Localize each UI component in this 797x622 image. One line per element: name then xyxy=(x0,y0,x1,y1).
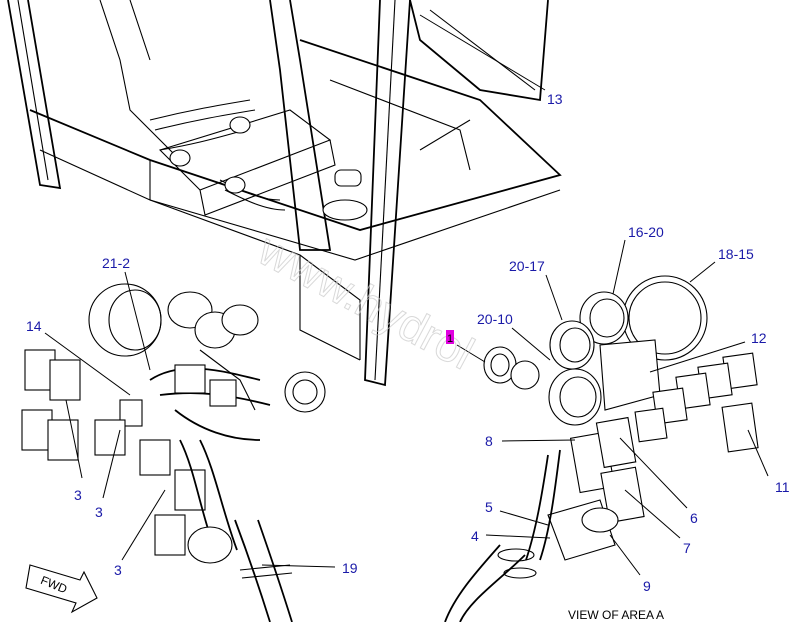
callout-labels: 13 21-2 14 3 3 3 19 20-17 16-20 18-15 20… xyxy=(26,91,790,594)
right-view-drawing xyxy=(444,275,759,622)
callout-7: 7 xyxy=(683,540,691,556)
callout-5: 5 xyxy=(485,499,493,515)
callout-21-2: 21-2 xyxy=(102,255,130,271)
area-marker-box xyxy=(446,330,454,344)
callout-9: 9 xyxy=(643,578,651,594)
callout-3-c: 3 xyxy=(114,562,122,578)
forward-arrow-icon: FWD xyxy=(25,564,98,614)
callout-20-17: 20-17 xyxy=(509,258,545,274)
callout-6: 6 xyxy=(690,510,698,526)
callout-4: 4 xyxy=(471,528,479,544)
cab-frame-drawing xyxy=(7,0,562,387)
leader-lines xyxy=(44,14,769,576)
callout-13: 13 xyxy=(547,91,563,107)
callout-8: 8 xyxy=(485,433,493,449)
callout-3-b: 3 xyxy=(95,504,103,520)
callout-14: 14 xyxy=(26,318,42,334)
view-caption: VIEW OF AREA A xyxy=(568,608,664,622)
callout-18-15: 18-15 xyxy=(718,246,754,262)
callout-20-10: 20-10 xyxy=(477,311,513,327)
callout-12: 12 xyxy=(751,330,767,346)
callout-11: 11 xyxy=(775,479,790,495)
callout-19: 19 xyxy=(342,560,358,576)
callout-16-20: 16-20 xyxy=(628,224,664,240)
callout-3-a: 3 xyxy=(74,487,82,503)
area-marker-label: 1 xyxy=(447,333,453,345)
left-harness-drawing xyxy=(21,283,326,622)
